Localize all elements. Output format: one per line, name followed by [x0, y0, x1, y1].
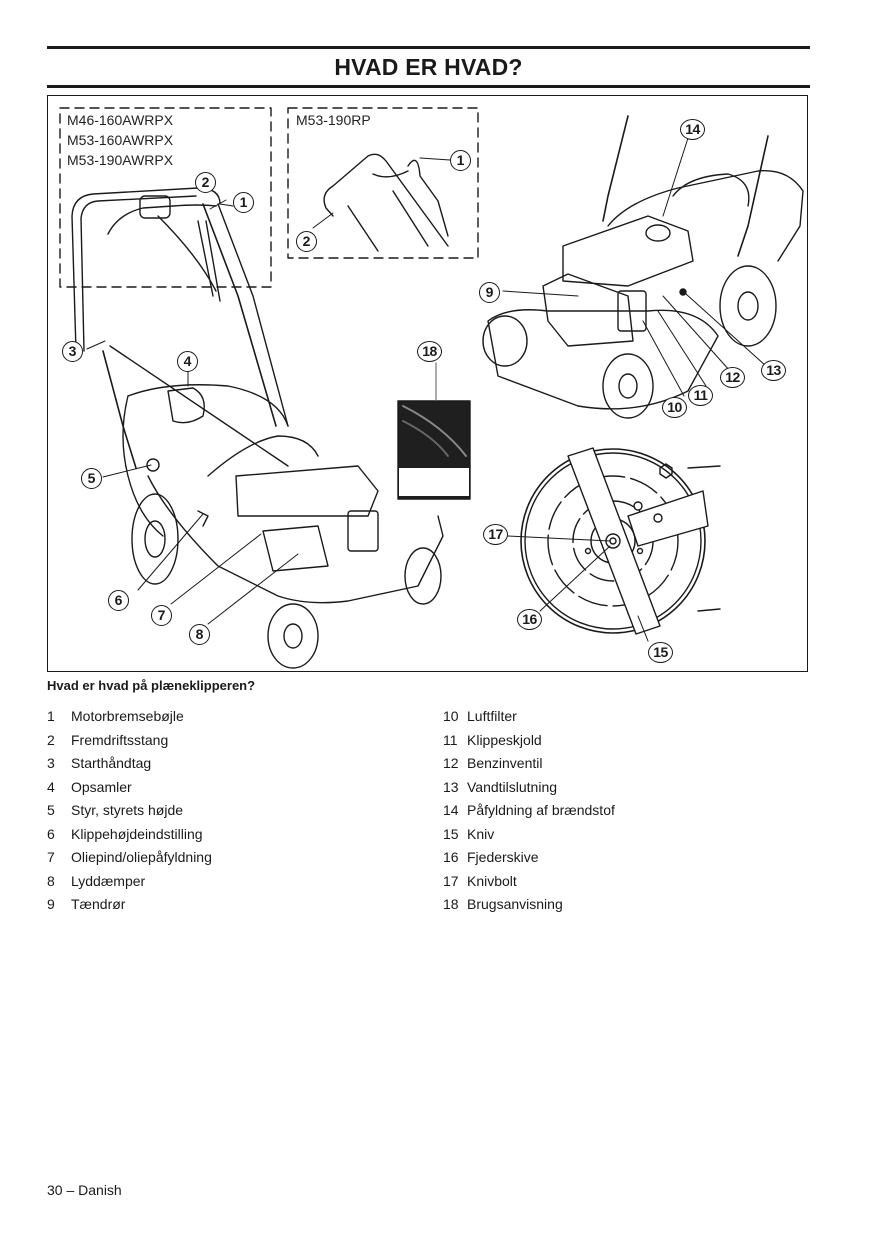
handle-drawing-a [71, 187, 221, 352]
legend-item: 13 Vandtilslutning [443, 779, 615, 803]
legend-label: Fremdriftsstang [71, 731, 169, 748]
callout-15: 15 [648, 642, 673, 663]
callout-18: 18 [417, 341, 442, 362]
legend-number: 10 [443, 708, 459, 724]
legend-label: Påfyldning af brændstof [467, 802, 615, 818]
legend-number: 1 [47, 708, 55, 724]
legend-number: 17 [443, 872, 459, 889]
legend-item: 8 Lyddæmper [47, 873, 212, 897]
legend-label: Styr, styrets højde [71, 802, 184, 818]
legend-number: 5 [47, 802, 55, 818]
legend-label: Klippeskjold [467, 731, 542, 748]
legend-item: 11 Klippeskjold [443, 732, 615, 756]
legend-number: 12 [443, 755, 459, 771]
callout-2-inset-b: 2 [296, 231, 317, 252]
model-list-a: M46-160AWRPX M53-160AWRPX M53-190AWRPX [67, 110, 173, 170]
legend-item: 1 Motorbremsebøjle [47, 708, 212, 732]
legend-label: Klippehøjdeindstilling [71, 825, 203, 842]
callout-13: 13 [761, 360, 786, 381]
mower-drawing-main [102, 203, 444, 669]
model-label: M53-190AWRPX [67, 152, 174, 168]
title-rule [47, 85, 810, 88]
legend-label: Brugsanvisning [467, 896, 563, 912]
legend-item: 16 Fjederskive [443, 849, 615, 873]
callout-3: 3 [62, 341, 83, 362]
parts-legend-left: 1 Motorbremsebøjle 2 Fremdriftsstang 3 Star… [47, 708, 212, 920]
legend-number: 8 [47, 872, 55, 889]
legend-number: 7 [47, 849, 55, 865]
legend-item: 5 Styr, styrets højde [47, 802, 212, 826]
legend-label: Starthåndtag [71, 755, 152, 771]
callout-2-inset-a: 2 [195, 172, 216, 193]
callout-1-inset-b: 1 [450, 150, 471, 171]
legend-number: 15 [443, 825, 459, 842]
callout-5: 5 [81, 468, 102, 489]
callout-1-inset-a: 1 [233, 192, 254, 213]
legend-label: Lyddæmper [71, 872, 146, 889]
model-label: M53-190RP [296, 112, 371, 128]
manual-booklet [397, 400, 471, 500]
callout-11: 11 [688, 385, 713, 406]
illustration-drawing [59, 107, 804, 669]
top-rule [47, 46, 810, 49]
legend-number: 9 [47, 896, 55, 912]
legend-item: 6 Klippehøjdeindstilling [47, 826, 212, 850]
legend-label: Fjederskive [467, 849, 539, 865]
callout-6: 6 [108, 590, 129, 611]
blade-drawing [520, 447, 721, 635]
legend-label: Luftfilter [467, 708, 517, 724]
callout-9: 9 [479, 282, 500, 303]
callout-17: 17 [483, 524, 508, 545]
legend-label: Knivbolt [467, 872, 517, 889]
legend-label: Opsamler [71, 778, 132, 795]
handle-drawing-b [323, 153, 449, 252]
legend-number: 4 [47, 778, 55, 795]
parts-illustration: M46-160AWRPX M53-160AWRPX M53-190AWRPX M… [47, 95, 808, 672]
legend-label: Tændrør [71, 896, 126, 912]
callout-7: 7 [151, 605, 172, 626]
legend-item: 2 Fremdriftsstang [47, 732, 212, 756]
model-list-b: M53-190RP [296, 110, 371, 130]
leader-lines [86, 137, 767, 642]
model-label: M53-160AWRPX [67, 132, 174, 148]
legend-label: Motorbremsebøjle [71, 708, 184, 724]
model-label: M46-160AWRPX [67, 112, 174, 128]
legend-item: 4 Opsamler [47, 779, 212, 803]
page-footer: 30 – Danish [47, 1182, 122, 1198]
legend-item: 14 Påfyldning af brændstof [443, 802, 615, 826]
legend-number: 6 [47, 825, 55, 842]
legend-number: 18 [443, 896, 459, 912]
legend-label: Vandtilslutning [467, 778, 558, 795]
legend-label: Kniv [467, 825, 495, 842]
legend-label: Oliepind/oliepåfyldning [71, 849, 212, 865]
legend-number: 11 [443, 731, 458, 748]
page-title: HVAD ER HVAD? [334, 54, 523, 80]
legend-label: Benzinventil [467, 755, 543, 771]
callout-14: 14 [680, 119, 705, 140]
mower-drawing-right [482, 115, 804, 419]
parts-legend-right: 10 Luftfilter 11 Klippeskjold 12 Benzinvent… [443, 708, 615, 920]
legend-item: 9 Tændrør [47, 896, 212, 920]
legend-item: 18 Brugsanvisning [443, 896, 615, 920]
legend-item: 7 Oliepind/oliepåfyldning [47, 849, 212, 873]
inset-box-a [59, 107, 272, 288]
callout-10: 10 [662, 397, 687, 418]
callout-8: 8 [189, 624, 210, 645]
legend-number: 2 [47, 731, 55, 748]
legend-number: 16 [443, 849, 459, 865]
callout-12: 12 [720, 367, 745, 388]
callout-4: 4 [177, 351, 198, 372]
legend-item: 10 Luftfilter [443, 708, 615, 732]
figure-caption: Hvad er hvad på plæneklipperen? [47, 678, 256, 693]
legend-number: 14 [443, 802, 459, 818]
legend-number: 3 [47, 755, 55, 771]
legend-item: 12 Benzinventil [443, 755, 615, 779]
legend-item: 15 Kniv [443, 826, 615, 850]
legend-number: 13 [443, 778, 459, 795]
inset-box-b [287, 107, 479, 259]
legend-item: 3 Starthåndtag [47, 755, 212, 779]
legend-item: 17 Knivbolt [443, 873, 615, 897]
callout-16: 16 [517, 609, 542, 630]
